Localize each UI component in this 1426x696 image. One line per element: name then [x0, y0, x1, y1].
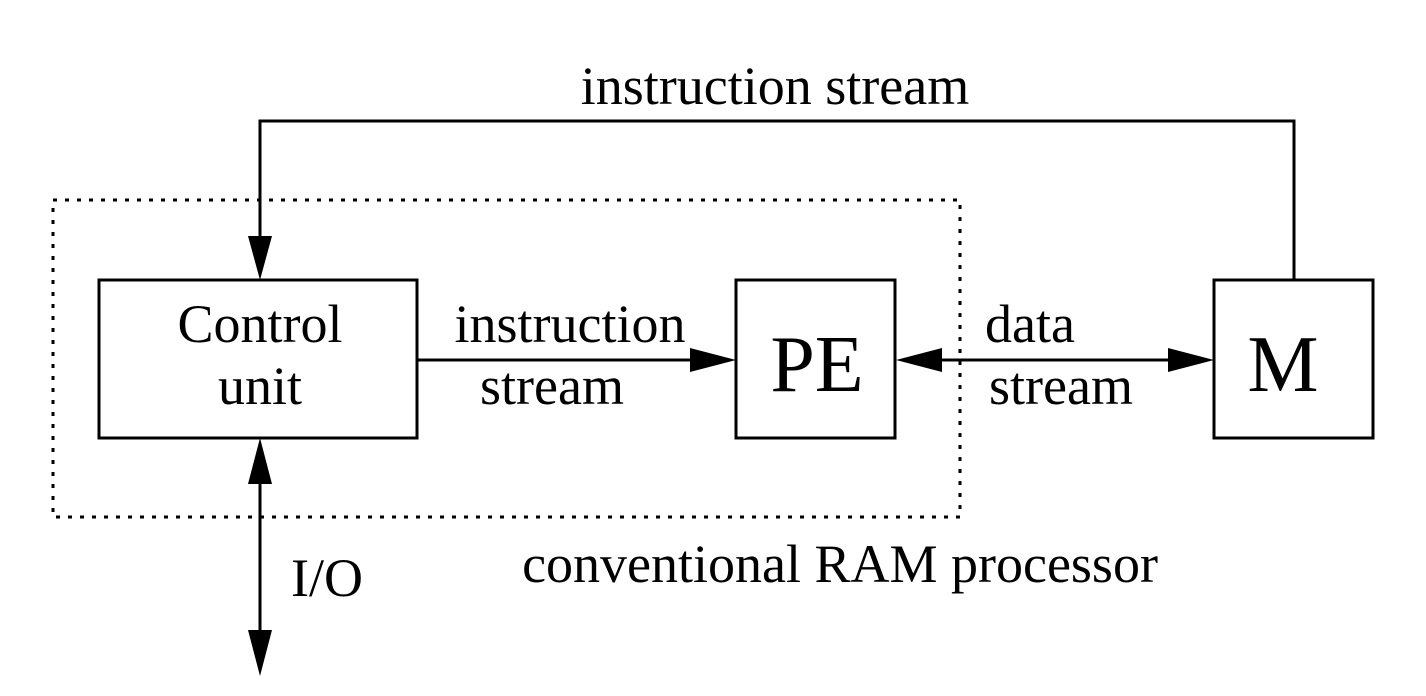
- data-stream-label-line1: data: [985, 294, 1075, 354]
- data-stream-label-line2: stream: [989, 356, 1133, 416]
- instruction-stream-arrowhead: [690, 348, 736, 372]
- top-instruction-path: [258, 119, 1296, 280]
- memory-label: M: [1247, 321, 1318, 409]
- control-unit-label-line2: unit: [218, 356, 302, 416]
- io-arrowhead-up: [248, 438, 272, 484]
- data-stream-arrowhead-right: [1168, 348, 1214, 372]
- instruction-stream-label-line2: stream: [480, 356, 624, 416]
- top-stream-label: instruction stream: [581, 56, 969, 116]
- instruction-stream-label-line1: instruction: [455, 294, 686, 354]
- pe-label: PE: [770, 321, 863, 409]
- pe-box: [734, 278, 897, 440]
- io-label: I/O: [291, 548, 363, 608]
- data-stream-arrowhead-left: [896, 348, 942, 372]
- top-instruction-arrowhead: [248, 236, 272, 280]
- io-arrowhead-down: [248, 630, 272, 676]
- control-unit-label-line1: Control: [177, 294, 342, 354]
- processor-label: conventional RAM processor: [522, 534, 1158, 594]
